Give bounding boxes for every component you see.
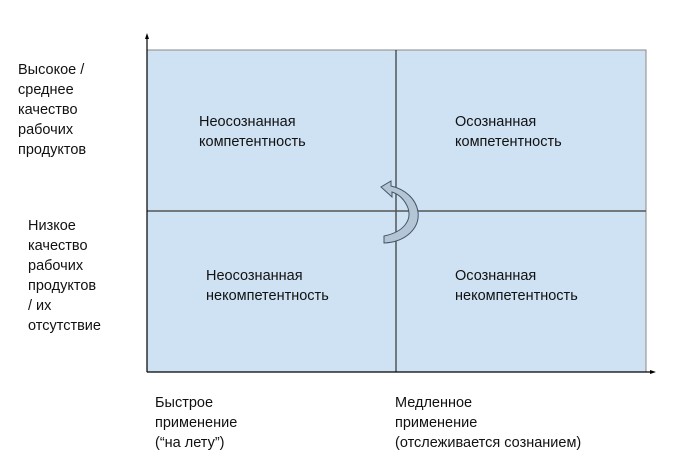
quadrant-conscious-competence: Осознанная компетентность [455,114,562,150]
quadrant-unconscious-incompetence: Неосознанная некомпетентность [206,268,329,304]
y-label-low-quality: Низкое качество рабочих продуктов / их о… [28,218,101,334]
x-label-slow: Медленное применение (отслеживается созн… [395,395,582,451]
x-label-fast: Быстрое применение (“на лету”) [155,395,238,451]
y-axis-arrow-icon [145,33,149,39]
y-label-high-quality: Высокое / среднее качество рабочих проду… [18,62,87,158]
curved-arrow-icon [380,180,419,244]
x-axis-arrow-icon [650,370,656,374]
quadrant-unconscious-competence: Неосознанная компетентность [199,114,306,150]
quadrant-conscious-incompetence: Осознанная некомпетентность [455,268,578,304]
